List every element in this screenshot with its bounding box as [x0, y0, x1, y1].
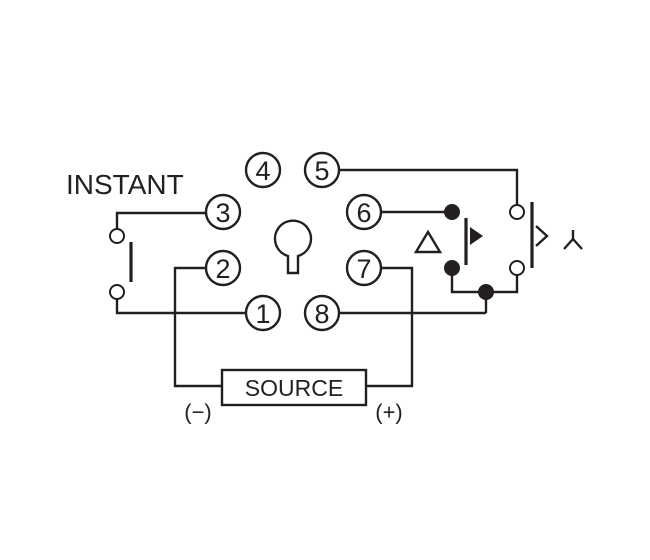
- source-circuit: [173, 266, 414, 407]
- instant-contact: [109, 211, 246, 315]
- instant-label: INSTANT: [66, 169, 184, 200]
- source-box: [220, 368, 368, 407]
- wire-pin3-instant: [115, 211, 206, 229]
- wire-common-left: [450, 269, 486, 294]
- svg-text:6: 6: [356, 198, 371, 228]
- wire-common-right: [486, 275, 519, 294]
- contact-open-bottom: [509, 260, 525, 276]
- wire-pin7-source: [366, 266, 414, 388]
- wire-pin1-instant: [115, 299, 246, 315]
- contact-dot-closed-bottom: [444, 260, 460, 276]
- contact-dot-closed-top: [444, 204, 460, 220]
- svg-text:7: 7: [356, 254, 371, 284]
- pin-5: 5: [303, 151, 341, 189]
- pin-2: 2: [204, 249, 242, 287]
- contact-open-top: [509, 204, 525, 220]
- positive-label: (+): [375, 400, 403, 425]
- pin-7: 7: [345, 249, 383, 287]
- timed-contacts: [340, 168, 534, 315]
- svg-text:5: 5: [314, 156, 329, 186]
- instant-contact-top: [109, 228, 125, 244]
- svg-text:4: 4: [255, 156, 270, 186]
- wire-pin2-source: [173, 266, 222, 388]
- open-timed-arrow-icon: [535, 225, 549, 247]
- base-key-icon: [273, 219, 313, 275]
- pin-1: 1: [244, 294, 282, 332]
- source-label: SOURCE: [245, 375, 343, 401]
- pin-6: 6: [345, 193, 383, 231]
- delta-triangle-icon: [413, 229, 443, 254]
- svg-text:8: 8: [314, 299, 329, 329]
- junction-dot: [478, 284, 494, 300]
- pin-3: 3: [204, 193, 242, 231]
- star-wye-icon: [563, 230, 583, 250]
- pin-4: 4: [244, 151, 282, 189]
- wire-pin5: [340, 168, 519, 205]
- svg-text:3: 3: [215, 198, 230, 228]
- svg-text:1: 1: [255, 299, 270, 329]
- closed-timed-arrow-icon: [470, 227, 483, 245]
- negative-label: (−): [184, 400, 212, 425]
- svg-text:2: 2: [215, 254, 230, 284]
- pin-8: 8: [303, 294, 341, 332]
- instant-contact-bottom: [109, 284, 125, 300]
